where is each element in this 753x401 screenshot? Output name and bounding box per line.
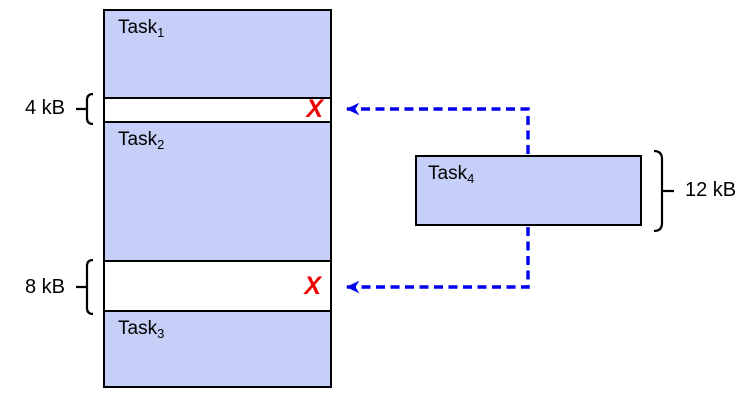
task4-name: Task	[428, 163, 468, 184]
no-fit-cross-8kb-icon: X	[304, 272, 321, 300]
dashed-arrow-to-4kb-gap-icon	[345, 102, 530, 154]
task1-name: Task	[118, 17, 158, 38]
task3-name: Task	[118, 318, 158, 339]
task4-subscript: 4	[467, 171, 475, 186]
task2-name: Task	[118, 129, 158, 150]
dashed-arrow-to-8kb-gap-icon	[345, 227, 530, 294]
gap-4kb: X	[105, 95, 330, 123]
memory-column: Task1 X Task2 X Task3	[103, 9, 332, 388]
no-fit-cross-4kb-icon: X	[306, 95, 323, 123]
gap-4kb-size-label: 4 kB	[24, 97, 65, 119]
task4-label: Task4	[428, 163, 474, 185]
task3-block: Task3	[105, 310, 330, 386]
brace-8kb-icon	[76, 259, 94, 315]
task4-size-label: 12 kB	[685, 179, 737, 201]
task2-subscript: 2	[157, 137, 165, 152]
task1-subscript: 1	[157, 25, 165, 40]
brace-4kb-icon	[76, 93, 94, 125]
task2-label: Task2	[118, 129, 164, 151]
task1-label: Task1	[118, 17, 164, 39]
task2-block: Task2	[105, 121, 330, 262]
task3-label: Task3	[118, 318, 164, 340]
task3-subscript: 3	[157, 326, 165, 341]
gap-8kb: X	[105, 262, 330, 310]
gap-8kb-size-label: 8 kB	[24, 276, 65, 298]
task1-block: Task1	[105, 11, 330, 99]
task4-block: Task4	[415, 155, 642, 226]
brace-12kb-icon	[653, 150, 674, 232]
